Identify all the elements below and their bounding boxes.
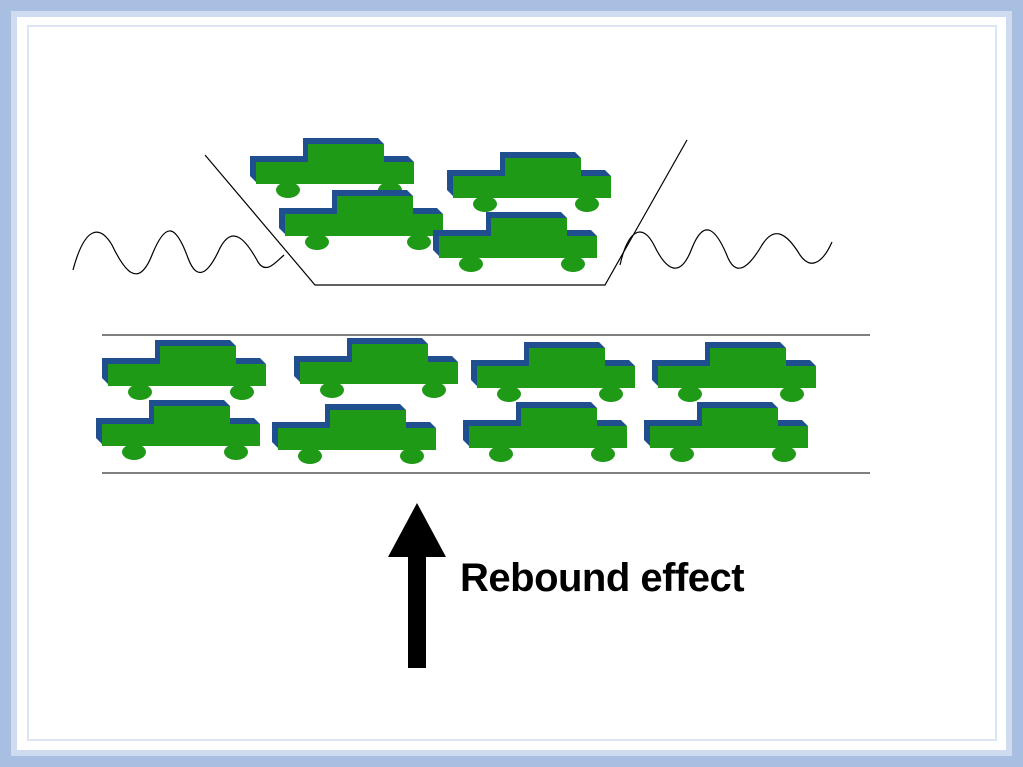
- wavy-line-right: [620, 230, 832, 268]
- car-icon: [463, 402, 627, 462]
- car-icon: [471, 342, 635, 402]
- car-icon: [272, 404, 436, 464]
- car-icon: [447, 152, 611, 212]
- up-arrow-icon: [388, 503, 446, 668]
- car-icon: [96, 400, 260, 460]
- wavy-line-left: [73, 231, 284, 274]
- pothole-road-diagram: [73, 140, 832, 285]
- car-icon: [652, 342, 816, 402]
- car-icon: [250, 138, 414, 198]
- car-icon: [294, 338, 458, 398]
- car-icon: [433, 212, 597, 272]
- car-icon: [102, 340, 266, 400]
- car-icon: [644, 402, 808, 462]
- rebound-effect-label: Rebound effect: [460, 556, 744, 601]
- lower-cars: [96, 338, 816, 464]
- car-icon: [279, 190, 443, 250]
- upper-cars: [250, 138, 611, 272]
